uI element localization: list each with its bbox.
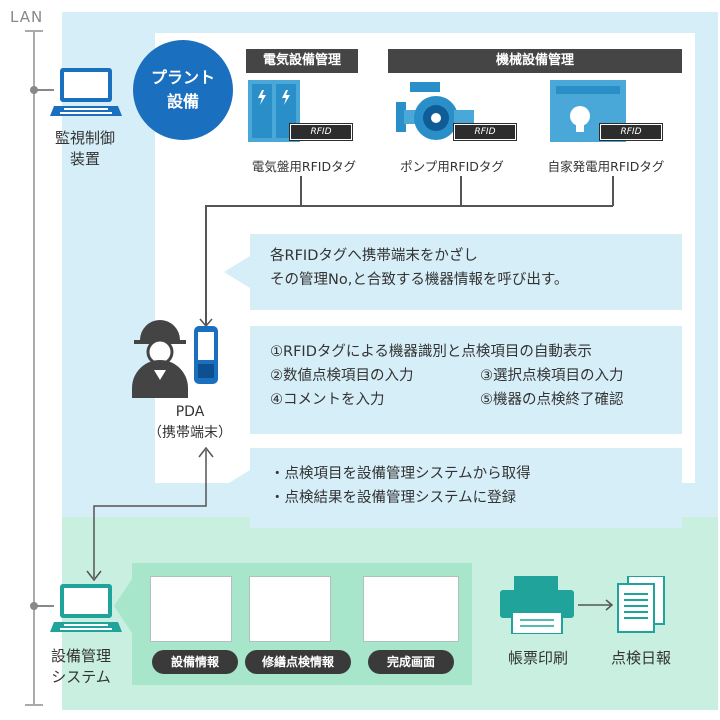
print-label: 帳票印刷 bbox=[507, 649, 568, 667]
connector-generator bbox=[612, 176, 614, 206]
callout-rfid-scan: 各RFIDタグへ携帯端末をかざしその管理No,と合致する機器情報を呼び出す。 bbox=[250, 234, 682, 310]
screen-label-maintenance-info: 修繕点検情報 bbox=[245, 650, 351, 674]
callout-pointer-bottom bbox=[224, 470, 250, 502]
pda-label: PDA（携帯端末） bbox=[148, 404, 232, 441]
screen-label-completion: 完成画面 bbox=[368, 650, 454, 674]
plant-equipment-badge: プラント設備 bbox=[133, 40, 233, 140]
equipment-label-generator: 自家発電用RFIDタグ bbox=[547, 159, 665, 174]
screenshot-equipment-info bbox=[150, 576, 232, 642]
category-mechanical: 機械設備管理 bbox=[388, 49, 682, 73]
arrow-right-icon bbox=[578, 599, 614, 611]
connector-pump bbox=[460, 176, 462, 206]
worker-icon bbox=[132, 320, 218, 398]
screenshot-maintenance-info bbox=[249, 576, 331, 642]
sync-arrows-icon bbox=[86, 446, 214, 582]
laptop-icon bbox=[50, 68, 122, 116]
connector-bus bbox=[205, 205, 613, 207]
printer-icon bbox=[500, 576, 574, 634]
connector-to-pda bbox=[205, 205, 207, 325]
screens-pointer bbox=[114, 576, 134, 636]
report-icon bbox=[617, 576, 665, 633]
rfid-tag-electrical: RFID bbox=[289, 123, 353, 141]
system-laptop-icon bbox=[50, 584, 122, 632]
pump-icon bbox=[396, 82, 474, 140]
rfid-tag-generator: RFID bbox=[599, 123, 663, 141]
connector-electrical bbox=[300, 176, 302, 206]
lan-label: LAN bbox=[10, 8, 44, 26]
lan-bottom-cap bbox=[25, 704, 43, 706]
system-label: 設備管理システム bbox=[50, 647, 111, 686]
screen-label-equipment-info: 設備情報 bbox=[152, 650, 238, 674]
category-electrical: 電気設備管理 bbox=[246, 49, 358, 73]
lan-link-monitor bbox=[34, 89, 54, 91]
screenshot-completion bbox=[363, 576, 459, 642]
rfid-tag-pump: RFID bbox=[453, 123, 517, 141]
monitor-label: 監視制御装置 bbox=[54, 129, 115, 168]
report-label: 点検日報 bbox=[610, 649, 671, 667]
lan-link-system bbox=[34, 605, 54, 607]
equipment-label-electrical: 電気盤用RFIDタグ bbox=[251, 159, 357, 174]
lan-line bbox=[33, 30, 35, 706]
callout-pointer-top bbox=[224, 256, 250, 288]
equipment-label-pump: ポンプ用RFIDタグ bbox=[400, 159, 504, 174]
callout-system-sync: ・点検項目を設備管理システムから取得・点検結果を設備管理システムに登録 bbox=[250, 448, 682, 528]
